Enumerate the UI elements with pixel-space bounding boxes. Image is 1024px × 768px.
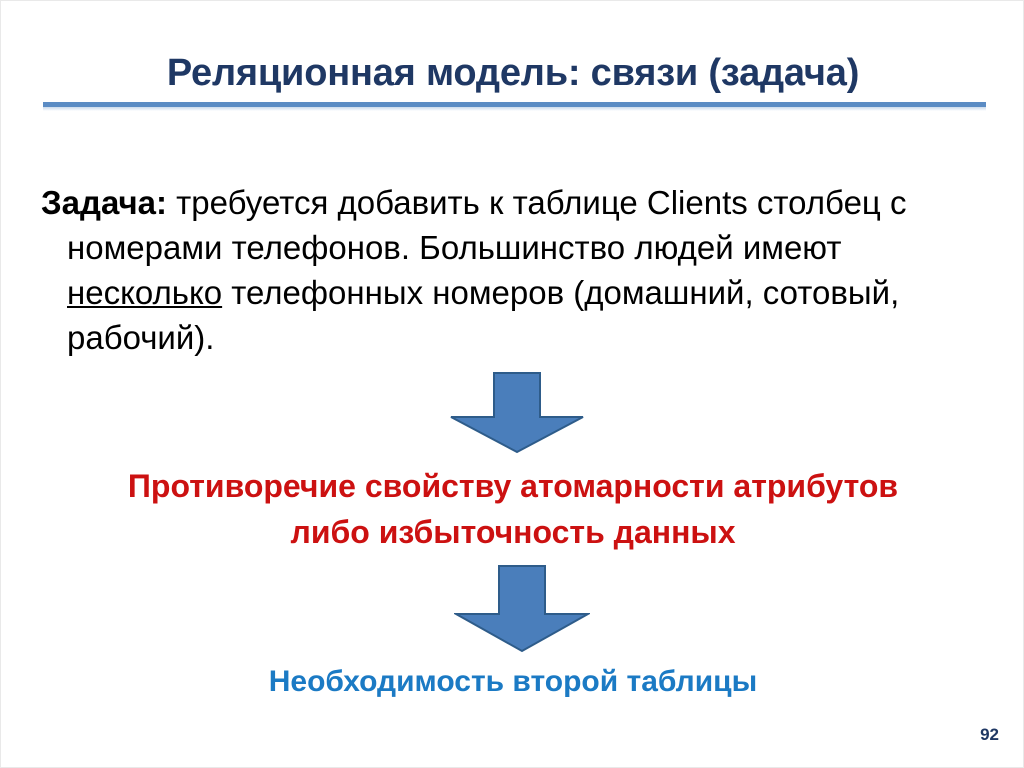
- task-emphasis: несколько: [67, 274, 223, 311]
- down-arrow-icon-2: [454, 565, 590, 653]
- conclusion-text: Необходимость второй таблицы: [268, 665, 758, 698]
- warning-line-2: либо избыточность данных: [290, 514, 736, 550]
- task-text-part-2: телефонных номеров (домашний, сотовый, р…: [67, 274, 900, 356]
- warning-line-1: Противоречие свойству атомарности атрибу…: [127, 468, 899, 504]
- title-divider: [43, 102, 986, 107]
- task-text-part-1: требуется добавить к таблице Clients сто…: [67, 184, 907, 266]
- warning-text: Противоречие свойству атомарности атрибу…: [29, 463, 997, 555]
- page-number: 92: [980, 725, 999, 744]
- title-divider-shadow: [43, 107, 986, 111]
- down-arrow-icon-1: [449, 372, 585, 454]
- task-label: Задача:: [41, 184, 168, 221]
- page-title: Реляционная модель: связи (задача): [166, 52, 860, 95]
- body-content: Задача: требуется добавить к таблице Cli…: [41, 147, 991, 393]
- task-paragraph: Задача: требуется добавить к таблице Cli…: [41, 180, 991, 360]
